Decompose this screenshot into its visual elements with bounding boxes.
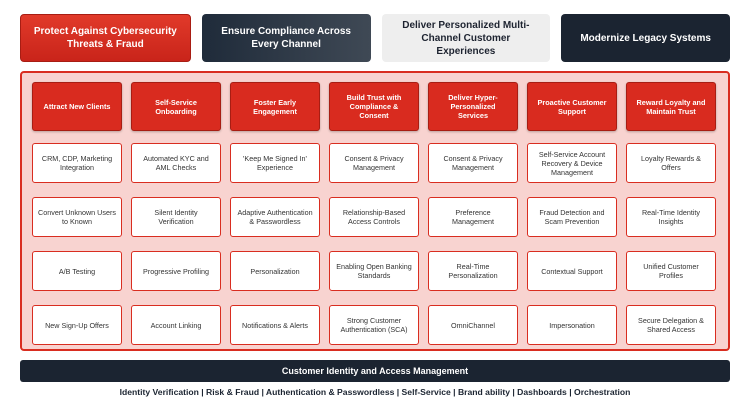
- journey-column: Reward Loyalty and Maintain Trust Loyalt…: [626, 82, 716, 359]
- capability-cell: Impersonation: [527, 305, 617, 345]
- journey-grid: Attract New Clients CRM, CDP, Marketing …: [32, 82, 718, 359]
- column-header: Attract New Clients: [32, 82, 122, 131]
- journey-column: Self-Service Onboarding Automated KYC an…: [131, 82, 221, 359]
- column-header: Foster Early Engagement: [230, 82, 320, 131]
- column-header: Self-Service Onboarding: [131, 82, 221, 131]
- journey-panel: Attract New Clients CRM, CDP, Marketing …: [20, 71, 730, 351]
- journey-column: Proactive Customer Support Self-Service …: [527, 82, 617, 359]
- capability-cell: New Sign-Up Offers: [32, 305, 122, 345]
- capability-cell: Relationship-Based Access Controls: [329, 197, 419, 237]
- capability-cell: OmniChannel: [428, 305, 518, 345]
- capability-cell: Contextual Support: [527, 251, 617, 291]
- capability-cell: Automated KYC and AML Checks: [131, 143, 221, 183]
- capability-cell: Account Linking: [131, 305, 221, 345]
- capability-cell: Self-Service Account Recovery & Device M…: [527, 143, 617, 183]
- capability-cell: Consent & Privacy Management: [428, 143, 518, 183]
- capability-cell: Convert Unknown Users to Known: [32, 197, 122, 237]
- capability-cell: Notifications & Alerts: [230, 305, 320, 345]
- capability-cell: Unified Customer Profiles: [626, 251, 716, 291]
- journey-column: Attract New Clients CRM, CDP, Marketing …: [32, 82, 122, 359]
- capability-cell: Personalization: [230, 251, 320, 291]
- goal-card-modernize: Modernize Legacy Systems: [561, 14, 730, 62]
- capabilities-footer: Identity Verification | Risk & Fraud | A…: [119, 387, 631, 397]
- column-header: Reward Loyalty and Maintain Trust: [626, 82, 716, 131]
- capability-cell: Real-Time Identity Insights: [626, 197, 716, 237]
- goal-card-compliance: Ensure Compliance Across Every Channel: [201, 14, 371, 62]
- column-header: Proactive Customer Support: [527, 82, 617, 131]
- journey-column: Build Trust with Compliance & Consent Co…: [329, 82, 419, 359]
- capability-cell: Secure Delegation & Shared Access: [626, 305, 716, 345]
- goal-card-cybersecurity: Protect Against Cybersecurity Threats & …: [20, 14, 191, 62]
- capability-cell: 'Keep Me Signed In' Experience: [230, 143, 320, 183]
- capability-cell: Progressive Profiling: [131, 251, 221, 291]
- ciam-foundation-bar: Customer Identity and Access Management: [20, 360, 730, 382]
- column-header: Build Trust with Compliance & Consent: [329, 82, 419, 131]
- capability-cell: Preference Management: [428, 197, 518, 237]
- capability-cell: Strong Customer Authentication (SCA): [329, 305, 419, 345]
- capability-cell: Silent Identity Verification: [131, 197, 221, 237]
- capability-cell: Enabling Open Banking Standards: [329, 251, 419, 291]
- journey-column: Deliver Hyper-Personalized Services Cons…: [428, 82, 518, 359]
- top-goals-row: Protect Against Cybersecurity Threats & …: [20, 14, 730, 62]
- goal-card-personalized-experiences: Deliver Personalized Multi-Channel Custo…: [381, 14, 551, 62]
- capability-cell: CRM, CDP, Marketing Integration: [32, 143, 122, 183]
- journey-column: Foster Early Engagement 'Keep Me Signed …: [230, 82, 320, 359]
- capability-cell: Consent & Privacy Management: [329, 143, 419, 183]
- column-header: Deliver Hyper-Personalized Services: [428, 82, 518, 131]
- capability-cell: Loyalty Rewards & Offers: [626, 143, 716, 183]
- capability-cell: Real-Time Personalization: [428, 251, 518, 291]
- capability-cell: Fraud Detection and Scam Prevention: [527, 197, 617, 237]
- capability-cell: A/B Testing: [32, 251, 122, 291]
- capability-cell: Adaptive Authentication & Passwordless: [230, 197, 320, 237]
